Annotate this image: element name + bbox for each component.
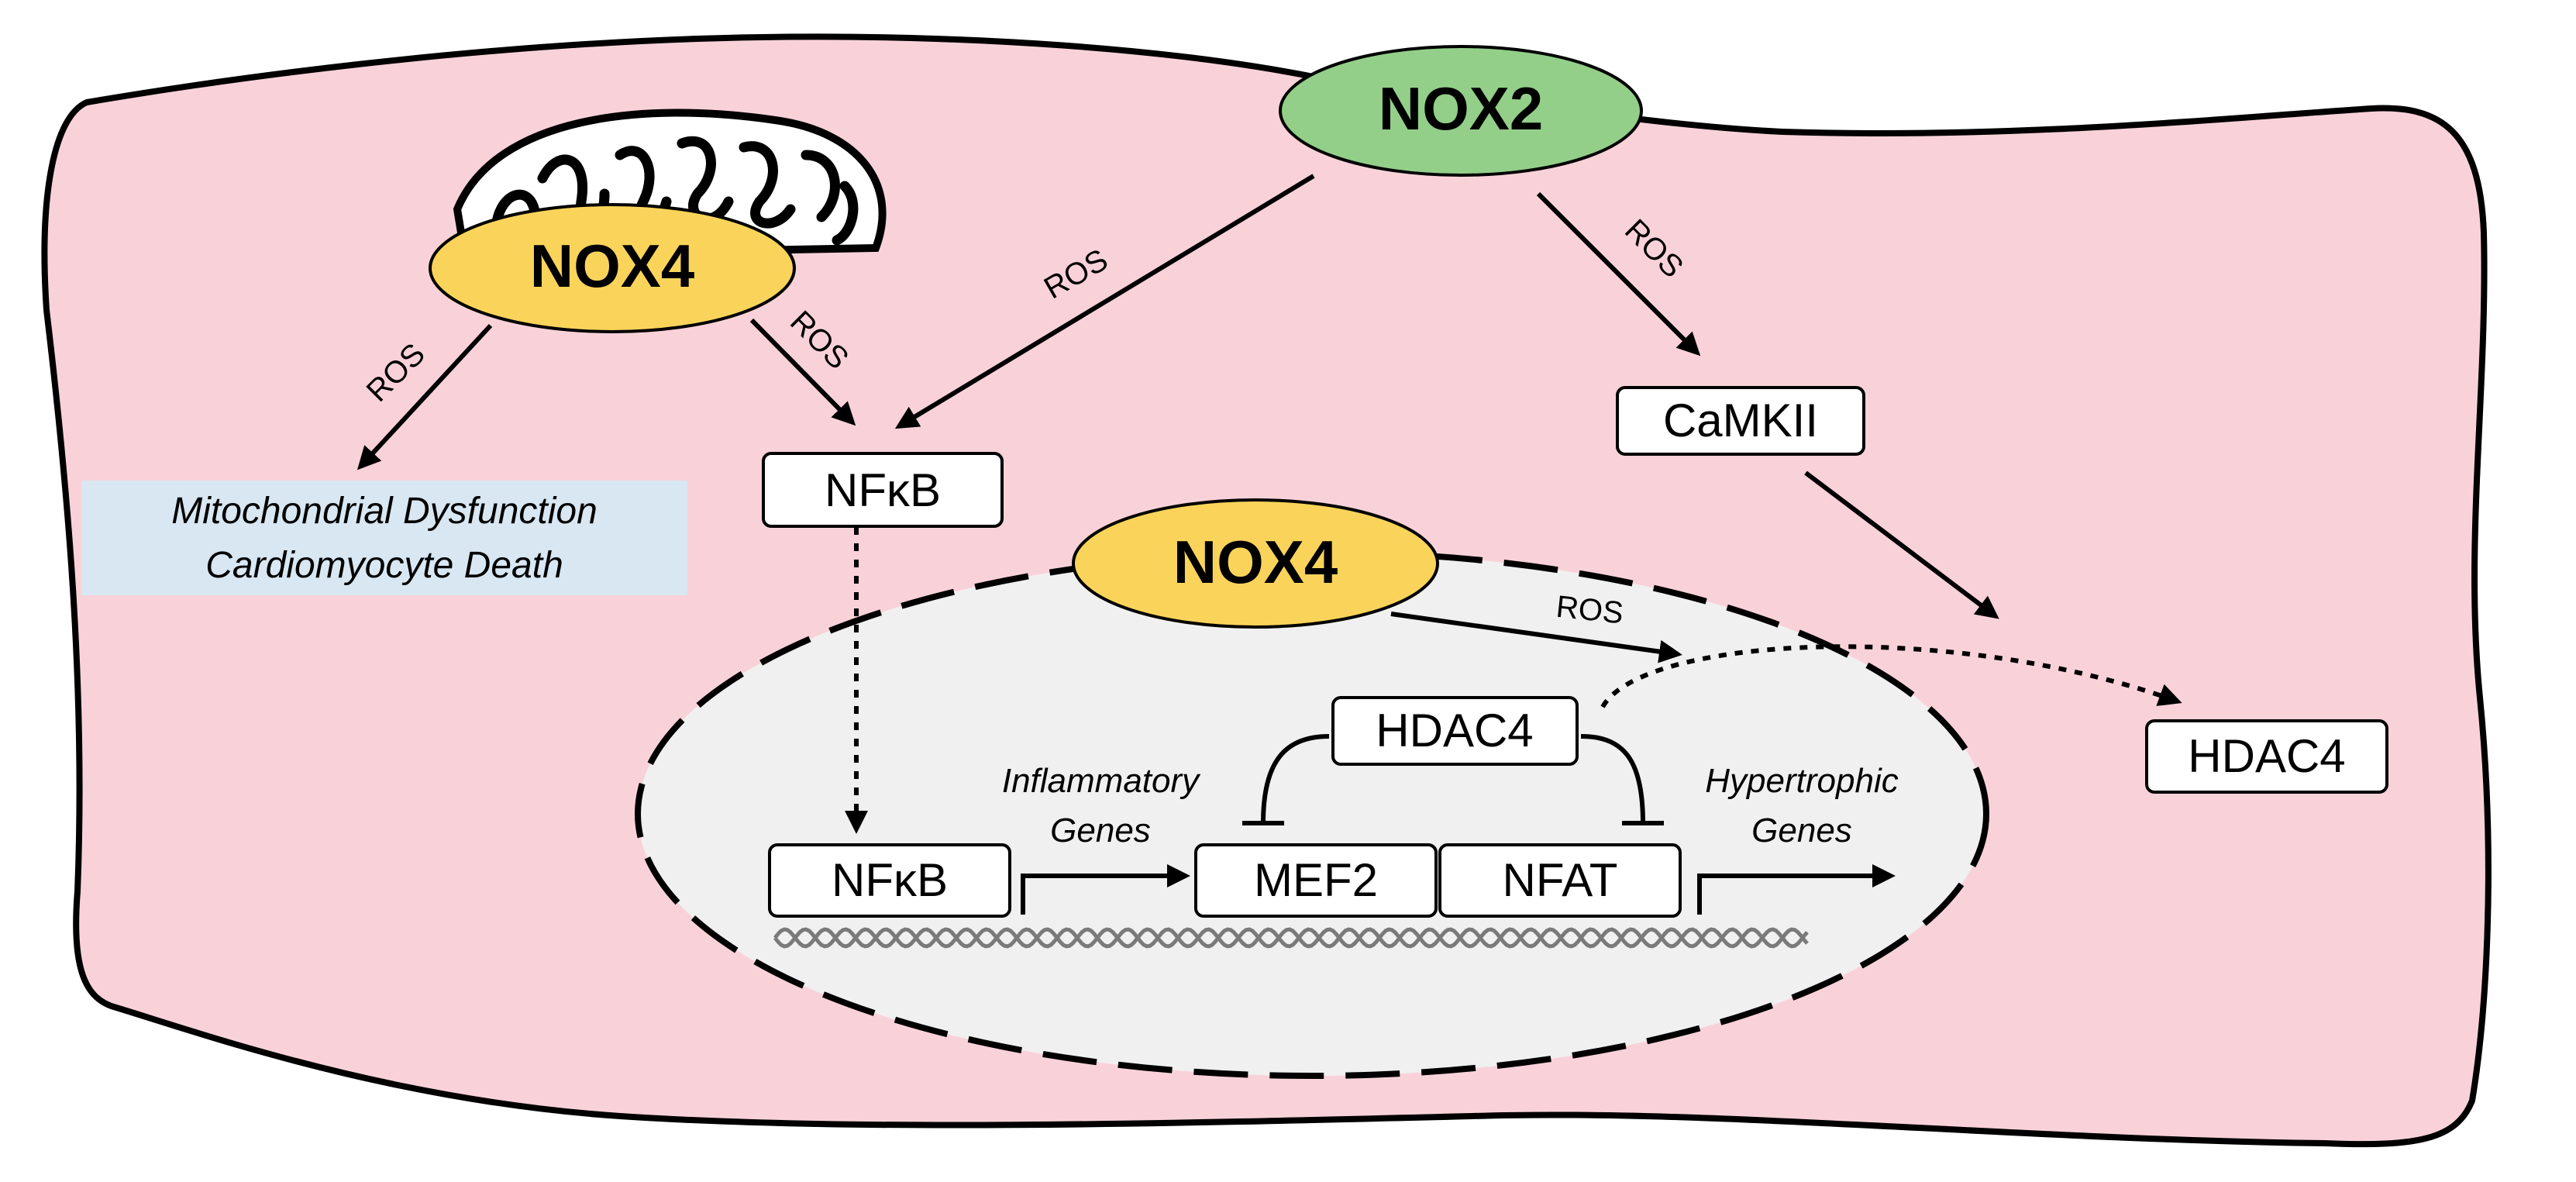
arrow-nox4-nuclear-ros [1390, 612, 1682, 663]
camkii-box [1616, 386, 1865, 456]
outcome-box [81, 481, 687, 595]
arrow-hdac4-export [1600, 644, 2182, 708]
arrow-nox4-to-mito-dysfunction [356, 323, 493, 470]
hypertrophic-label-1: Hypertrophic [1705, 762, 1898, 800]
nox2-node [1279, 45, 1643, 177]
hdac4-cyto-label: HDAC4 [2188, 730, 2345, 782]
nfkb-cyto-box [762, 452, 1004, 528]
arrow-hypertrophic-genes [1697, 864, 1896, 915]
nfat-box [1438, 843, 1682, 918]
hypertrophic-label-2: Genes [1751, 812, 1852, 849]
nfat-label: NFAT [1503, 854, 1618, 906]
nox4-nuclear-node [1072, 498, 1439, 629]
hdac4-nuclear-box [1331, 696, 1579, 766]
outcome-line-2: Cardiomyocyte Death [205, 545, 563, 586]
mef2-box [1194, 843, 1438, 918]
hdac4-nuclear-label: HDAC4 [1376, 705, 1533, 756]
inflammatory-label-2: Genes [1050, 812, 1151, 849]
nfkb-nuclear-label: NFκB [832, 854, 948, 906]
ros-label-nox4-nuclear: ROS [1555, 590, 1625, 631]
camkii-label: CaMKII [1663, 395, 1818, 446]
arrow-nox2-to-nfkb [894, 174, 1315, 429]
arrow-camkii-to-hdac4 [1804, 470, 1999, 619]
dna-helix-icon [773, 927, 1809, 949]
nfkb-nuclear-box [768, 843, 1011, 918]
inflammatory-label-1: Inflammatory [1002, 762, 1201, 800]
nox4-mito-node [429, 203, 796, 333]
inhibition-hdac4-mef2 [1261, 734, 1330, 824]
arrow-inflammatory-genes [1021, 864, 1190, 915]
arrow-nox4-to-nfkb [749, 318, 856, 426]
nox4-nuclear-label: NOX4 [1173, 528, 1338, 596]
nox2-label: NOX2 [1379, 74, 1543, 143]
arrow-nox2-to-camkii [1536, 191, 1701, 357]
nox4-mito-label: NOX4 [530, 232, 694, 300]
outcome-line-1: Mitochondrial Dysfunction [171, 491, 598, 532]
mef2-label: MEF2 [1254, 854, 1378, 906]
inhibition-hdac4-nfat [1580, 734, 1645, 824]
nfkb-cyto-label: NFκB [825, 464, 941, 516]
hdac4-cyto-box [2145, 719, 2388, 794]
